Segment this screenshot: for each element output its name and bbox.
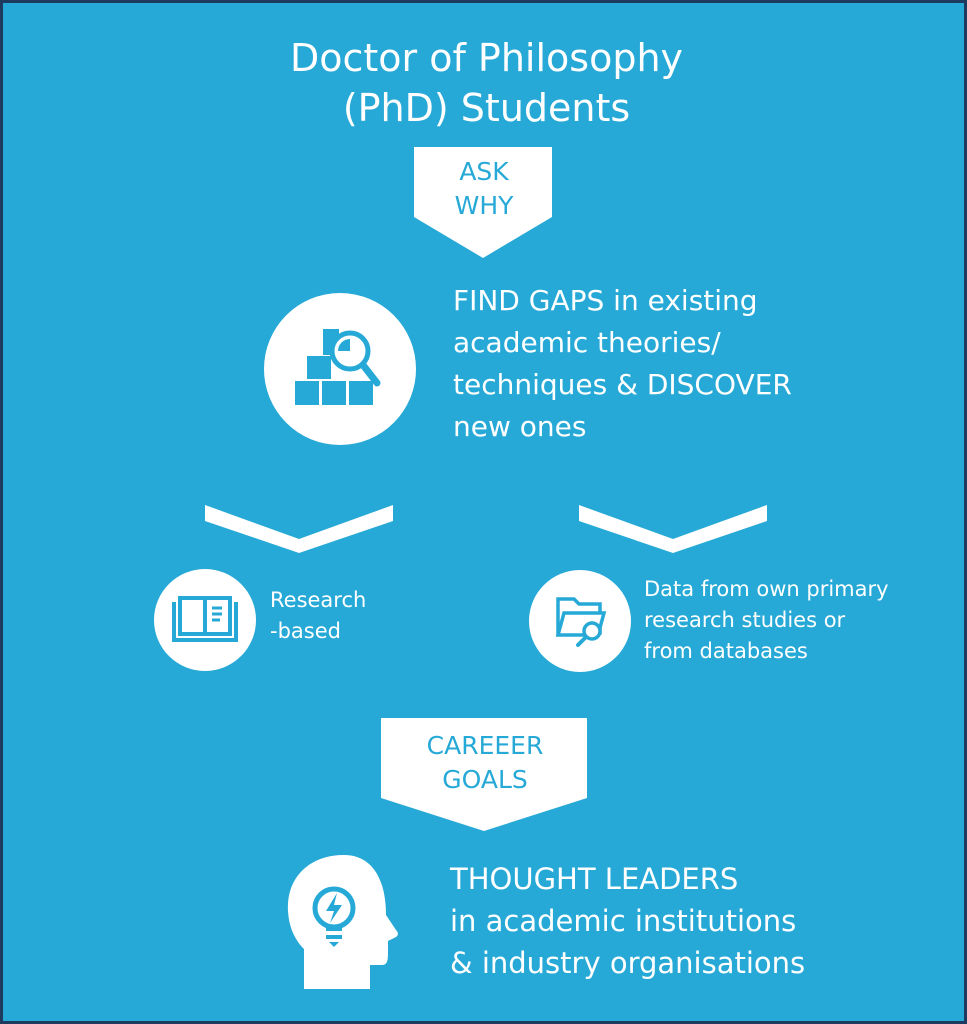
- ask-why-label: ASK WHY: [414, 155, 554, 223]
- emphasis: DISCOVER: [646, 368, 792, 401]
- text: in academic institutions: [450, 904, 797, 938]
- career-goals-arrow: [381, 718, 587, 831]
- arrow-text: WHY: [454, 191, 514, 220]
- text: Research: [270, 588, 367, 612]
- text: from databases: [644, 639, 808, 663]
- title: Doctor of Philosophy (PhD) Students: [3, 33, 967, 133]
- text: & industry organisations: [450, 946, 806, 980]
- open-book-icon: [172, 596, 238, 642]
- find-gaps-text: FIND GAPS in existing academic theories/…: [453, 280, 792, 448]
- text: research studies or: [644, 608, 846, 632]
- text: Data from own primary: [644, 577, 889, 601]
- data-text: Data from own primary research studies o…: [644, 574, 889, 667]
- text: techniques &: [453, 368, 647, 401]
- text: academic theories/: [453, 326, 721, 359]
- arrow-text: GOALS: [442, 765, 528, 794]
- text: new ones: [453, 410, 587, 443]
- career-goals-label: CAREEER GOALS: [381, 729, 589, 797]
- head-lightbulb-icon: [287, 855, 398, 989]
- text: in existing: [604, 284, 758, 317]
- research-text: Research -based: [270, 585, 366, 647]
- thought-leaders-text: THOUGHT LEADERS in academic institutions…: [450, 858, 805, 984]
- text: -based: [270, 619, 341, 643]
- research-icon-circle: [154, 569, 256, 671]
- title-line: (PhD) Students: [342, 86, 631, 130]
- find-gaps-icon-circle: [264, 293, 416, 445]
- arrow-text: ASK: [459, 157, 509, 186]
- emphasis: FIND GAPS: [453, 284, 605, 317]
- boxes-magnifier-icon: [295, 329, 381, 405]
- arrow-text: CAREEER: [426, 731, 544, 760]
- text: THOUGHT LEADERS: [450, 862, 739, 896]
- right-chevron: [579, 505, 767, 553]
- folder-search-icon: [555, 597, 607, 647]
- title-line: Doctor of Philosophy: [289, 36, 684, 80]
- data-icon-circle: [529, 570, 631, 672]
- left-chevron: [205, 505, 393, 553]
- ask-why-arrow: [414, 147, 552, 258]
